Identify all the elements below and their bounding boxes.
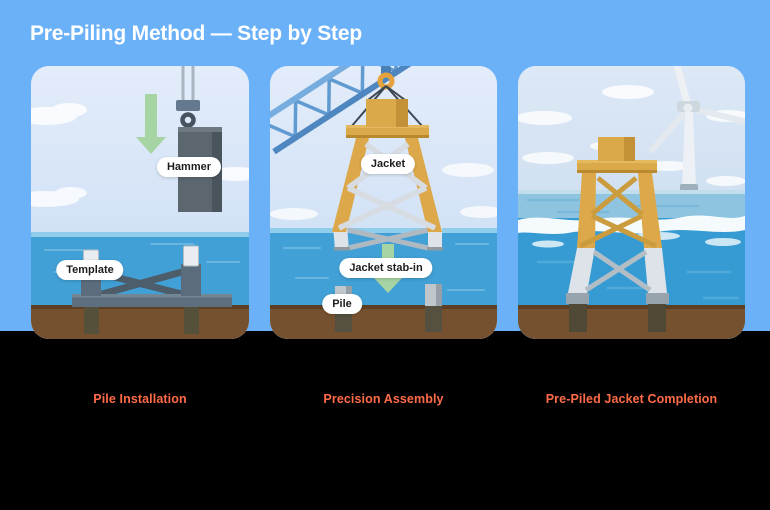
caption-pile-installation: Pile Installation — [93, 392, 187, 406]
label-template: Template — [56, 259, 124, 281]
caption-precision-assembly: Precision Assembly — [323, 392, 444, 406]
label-jacket-stab-in: Jacket stab-in — [339, 257, 433, 279]
crane-boom-graphic — [270, 66, 420, 155]
driven-piles — [569, 304, 666, 332]
label-hammer: Hammer — [156, 156, 222, 178]
caption-pre-piled-jacket-completion: Pre-Piled Jacket Completion — [545, 392, 718, 406]
jacket-topside-section — [577, 137, 662, 249]
seabed — [518, 305, 745, 339]
panel-precision-assembly: Jacket Jacket stab-in Pile — [270, 66, 497, 339]
cloud-icon — [518, 85, 745, 186]
jacket-underwater-section — [566, 248, 669, 304]
seabed — [31, 305, 249, 339]
panel-pile-installation: Hammer Template — [31, 66, 249, 339]
label-jacket: Jacket — [360, 153, 416, 175]
panel-pre-piled-jacket-completion — [518, 66, 745, 339]
jacket-graphic — [566, 137, 669, 304]
pile-installation-illustration — [31, 66, 249, 339]
down-arrow-icon — [136, 94, 166, 154]
cloud-icon — [270, 163, 497, 220]
label-pile: Pile — [322, 293, 362, 315]
crane-hook-icon — [176, 66, 200, 128]
page-title: Pre-Piling Method — Step by Step — [30, 22, 362, 45]
seabed — [270, 305, 497, 339]
jacket-completion-illustration — [518, 66, 745, 339]
precision-assembly-illustration — [270, 66, 497, 339]
